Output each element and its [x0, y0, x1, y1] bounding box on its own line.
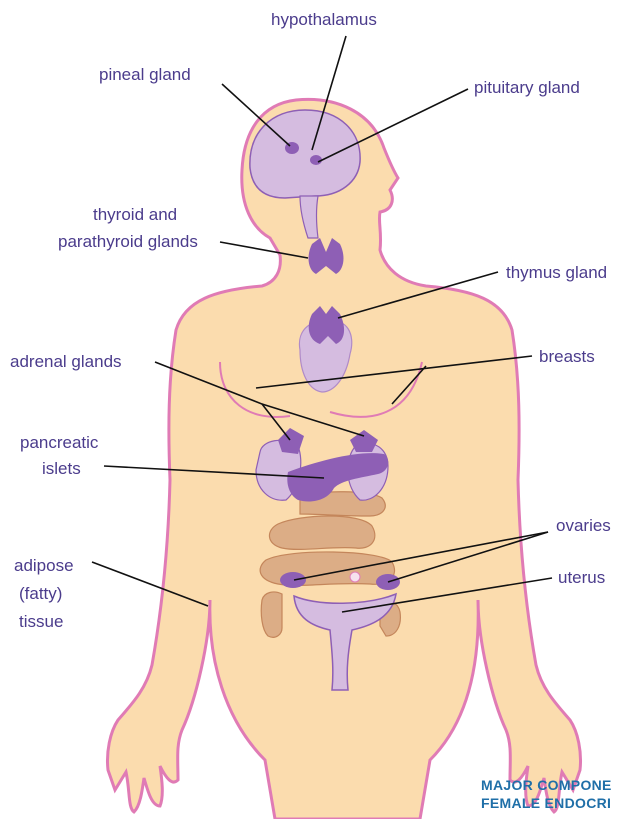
label-pancreatic-line2: islets — [42, 458, 81, 479]
ovary-left — [280, 572, 306, 588]
label-thyroid-line1: thyroid and — [93, 204, 177, 225]
caption-line2: FEMALE ENDOCRI — [481, 794, 612, 812]
label-adipose-line1: adipose — [14, 555, 74, 576]
label-adipose-line3: tissue — [19, 611, 63, 632]
label-breasts: breasts — [539, 346, 595, 367]
label-ovaries: ovaries — [556, 515, 611, 536]
label-pituitary-gland: pituitary gland — [474, 77, 580, 98]
label-adrenal-glands: adrenal glands — [10, 351, 122, 372]
label-pancreatic-line1: pancreatic — [20, 432, 98, 453]
label-pineal-gland: pineal gland — [99, 64, 191, 85]
brain-shape — [250, 110, 360, 198]
label-adipose-line2: (fatty) — [19, 583, 62, 604]
pituitary-gland-shape — [310, 155, 322, 165]
caption: MAJOR COMPONE FEMALE ENDOCRI — [481, 776, 612, 812]
caption-line1: MAJOR COMPONE — [481, 776, 612, 794]
label-thyroid-line2: parathyroid glands — [58, 231, 198, 252]
label-hypothalamus: hypothalamus — [271, 9, 377, 30]
egg-cell — [350, 572, 360, 582]
label-uterus: uterus — [558, 567, 605, 588]
label-thymus-gland: thymus gland — [506, 262, 607, 283]
